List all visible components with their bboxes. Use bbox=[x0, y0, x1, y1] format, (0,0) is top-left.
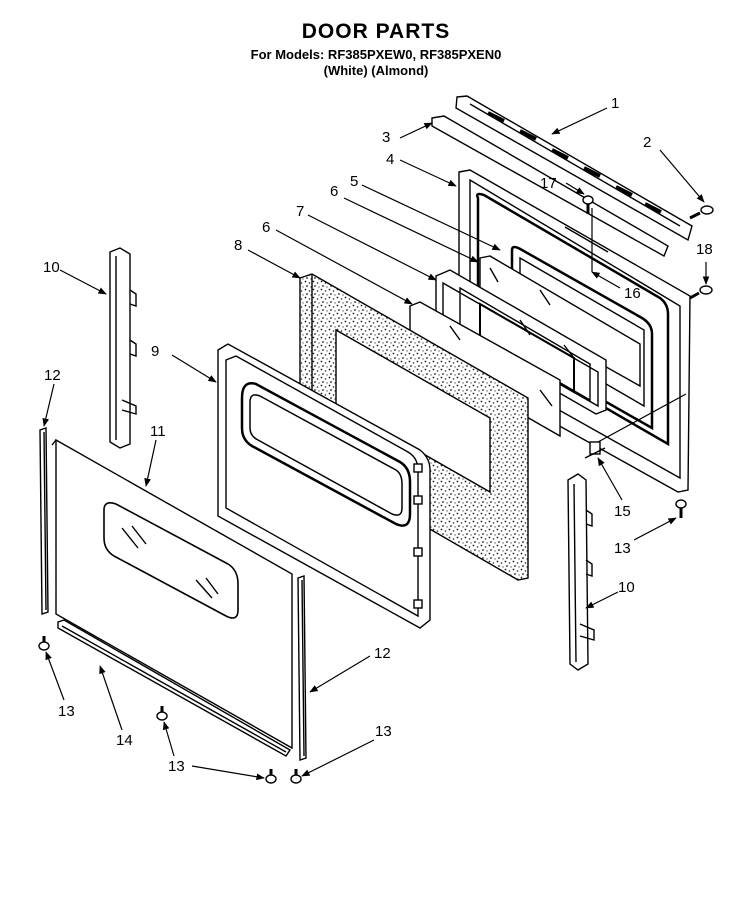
screw-13-left bbox=[38, 636, 50, 651]
screw-13-right-trim bbox=[290, 769, 302, 784]
bottom-trim bbox=[57, 619, 291, 757]
callout-5: 5 bbox=[350, 173, 358, 190]
callout-2: 2 bbox=[643, 134, 651, 151]
leader-lines bbox=[42, 107, 710, 781]
callout-12-left: 12 bbox=[44, 367, 61, 384]
top-vent-trim bbox=[455, 95, 693, 242]
callout-13-left: 13 bbox=[58, 703, 75, 720]
screw-13-right-hinge bbox=[675, 499, 687, 518]
callout-1: 1 bbox=[611, 95, 619, 112]
left-side-trim bbox=[39, 427, 49, 615]
callout-3: 3 bbox=[382, 129, 390, 146]
callout-17: 17 bbox=[540, 175, 557, 192]
callout-14: 14 bbox=[116, 732, 133, 749]
screw-18 bbox=[689, 285, 713, 300]
callout-10-left: 10 bbox=[43, 259, 60, 276]
screw-2 bbox=[689, 205, 714, 220]
screw-13-bottom-middle bbox=[156, 706, 168, 721]
door-frame-liner bbox=[217, 343, 431, 629]
callout-6-lower: 6 bbox=[262, 219, 270, 236]
callout-15: 15 bbox=[614, 503, 631, 520]
callout-12-right: 12 bbox=[374, 645, 391, 662]
screw-13-bottom bbox=[265, 769, 277, 784]
door-insulation bbox=[299, 273, 529, 581]
callout-10-right: 10 bbox=[618, 579, 635, 596]
callout-6-upper: 6 bbox=[330, 183, 338, 200]
callout-11: 11 bbox=[150, 423, 166, 440]
page-title: DOOR PARTS bbox=[301, 20, 451, 43]
callout-13-right-trim: 13 bbox=[375, 723, 392, 740]
right-side-trim bbox=[297, 575, 307, 761]
callout-13-right-hinge: 13 bbox=[614, 540, 631, 557]
callout-7: 7 bbox=[296, 203, 304, 220]
callout-13-bottom: 13 bbox=[168, 758, 185, 775]
screw-17 bbox=[582, 195, 594, 214]
callout-labels: 1 2 3 4 5 6 6 7 8 9 10 10 11 12 12 13 13… bbox=[43, 95, 713, 775]
callout-16: 16 bbox=[624, 285, 641, 302]
callout-9: 9 bbox=[151, 343, 159, 360]
outer-door-glass bbox=[51, 438, 293, 750]
callout-18: 18 bbox=[696, 241, 713, 258]
right-hinge-channel bbox=[567, 473, 595, 671]
model-colors: (White) (Almond) bbox=[323, 63, 429, 78]
callout-8: 8 bbox=[234, 237, 242, 254]
model-numbers: For Models: RF385PXEW0, RF385PXEN0 bbox=[250, 47, 502, 62]
callout-4: 4 bbox=[386, 151, 394, 168]
door-clip bbox=[584, 441, 606, 459]
left-hinge-channel bbox=[109, 247, 137, 449]
